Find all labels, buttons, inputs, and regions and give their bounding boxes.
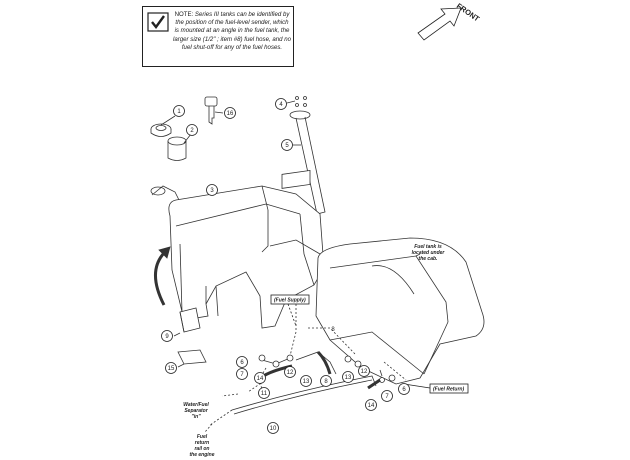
- note-prefix: NOTE:: [174, 11, 194, 18]
- part-3: 3: [210, 188, 214, 194]
- part-2: 2: [190, 128, 194, 134]
- part-13-right: 13: [345, 375, 352, 381]
- separator-line-2: Separator: [184, 408, 208, 414]
- part-7-right: 7: [385, 394, 389, 400]
- separator-line-1: Water/Fuel: [183, 402, 209, 408]
- fuel-cap: [150, 115, 176, 137]
- fuel-supply-label: (Fuel Supply): [274, 298, 306, 304]
- fuel-filter: [173, 307, 201, 337]
- tank-location-line-2: located under: [412, 250, 446, 256]
- ignition-key: [204, 96, 224, 125]
- part-8-lower: 8: [324, 379, 328, 385]
- part-13-left: 13: [303, 379, 310, 385]
- part-10: 10: [270, 426, 277, 432]
- part-11: 11: [261, 391, 268, 397]
- foam-pad: [177, 349, 207, 368]
- part-7-left: 7: [240, 372, 244, 378]
- part-9: 9: [165, 334, 169, 340]
- fuel-supply-callout: [270, 294, 310, 327]
- part-5: 5: [285, 143, 289, 149]
- separator-line-3: "in": [191, 414, 201, 420]
- part-14-left: 14: [257, 376, 264, 382]
- fuel-return-callout: [403, 383, 469, 394]
- part-1: 1: [177, 109, 181, 115]
- part-12-right: 12: [361, 369, 368, 375]
- return-line-3: rail on: [194, 446, 209, 452]
- fuel-level-sender: [289, 110, 326, 215]
- part-6-right: 6: [402, 387, 406, 393]
- part-balloons: [161, 98, 410, 434]
- part-14-right: 14: [368, 403, 375, 409]
- fuel-return-label: (Fuel Return): [433, 387, 464, 393]
- part-16: 16: [227, 111, 234, 117]
- tank-location-line-3: the cab.: [419, 256, 438, 262]
- note-box: NOTE: Series III tanks can be identified…: [142, 6, 294, 67]
- note-text: NOTE: Series III tanks can be identified…: [173, 11, 291, 52]
- part-12-left: 12: [287, 370, 294, 376]
- part-15: 15: [168, 366, 175, 372]
- fuel-strainer: [167, 133, 192, 161]
- screws: [286, 96, 307, 107]
- part-8-upper: 8: [331, 327, 335, 333]
- fuel-tank: [150, 169, 325, 329]
- return-line-1: Fuel: [197, 434, 208, 440]
- front-arrow: FRONT: [417, 1, 482, 41]
- tank-under-cab: [315, 237, 485, 385]
- return-line-2: return: [195, 440, 209, 446]
- part-6-left: 6: [240, 360, 244, 366]
- tank-location-line-1: Fuel tank is: [414, 244, 442, 250]
- return-leader: [204, 423, 213, 433]
- checkmark-icon: [147, 12, 169, 32]
- note-body: Series III tanks can be identified by th…: [173, 11, 292, 51]
- part-4: 4: [279, 102, 283, 108]
- return-line-4: the engine: [189, 452, 214, 458]
